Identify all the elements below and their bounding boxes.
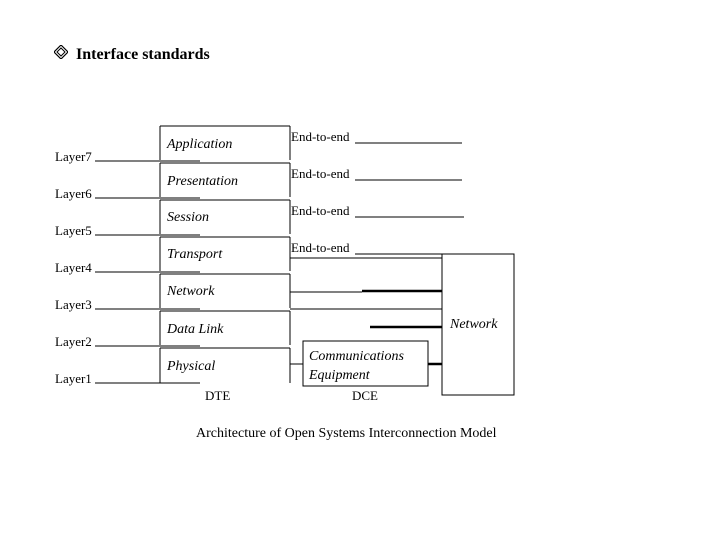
layer-label-3: Layer3 xyxy=(55,297,92,312)
stack-session: Session xyxy=(167,210,209,225)
stack-application: Application xyxy=(167,137,233,152)
dce-label: DCE xyxy=(352,388,378,403)
end-to-end-label-3: End-to-end xyxy=(291,203,350,218)
layer-label-4: Layer4 xyxy=(55,260,92,275)
stack-transport: Transport xyxy=(167,247,223,262)
end-to-end-label-1: End-to-end xyxy=(291,129,350,144)
stack-network: Network xyxy=(167,284,215,299)
title-text: Interface standards xyxy=(76,46,210,63)
end-to-end-label-4: End-to-end xyxy=(291,240,350,255)
stack-physical: Physical xyxy=(167,359,216,374)
end-to-end-label-2: End-to-end xyxy=(291,166,350,181)
layer-label-6: Layer6 xyxy=(55,186,92,201)
comm-equipment-line1: Communications xyxy=(309,349,404,364)
slide-title: Interface standards xyxy=(53,44,210,64)
comm-equipment-label: Communications Equipment xyxy=(309,347,404,385)
network-box-label: Network xyxy=(450,317,498,332)
diamond-bullet-icon xyxy=(53,44,72,64)
diagram-caption: Architecture of Open Systems Interconnec… xyxy=(196,426,497,441)
stack-presentation: Presentation xyxy=(167,174,239,189)
comm-equipment-line2: Equipment xyxy=(309,368,370,383)
dte-label: DTE xyxy=(205,388,231,403)
layer-label-7: Layer7 xyxy=(55,149,92,164)
layer-label-1: Layer1 xyxy=(55,371,92,386)
stack-data-link: Data Link xyxy=(167,322,224,337)
layer-label-2: Layer2 xyxy=(55,334,92,349)
layer-label-5: Layer5 xyxy=(55,223,92,238)
